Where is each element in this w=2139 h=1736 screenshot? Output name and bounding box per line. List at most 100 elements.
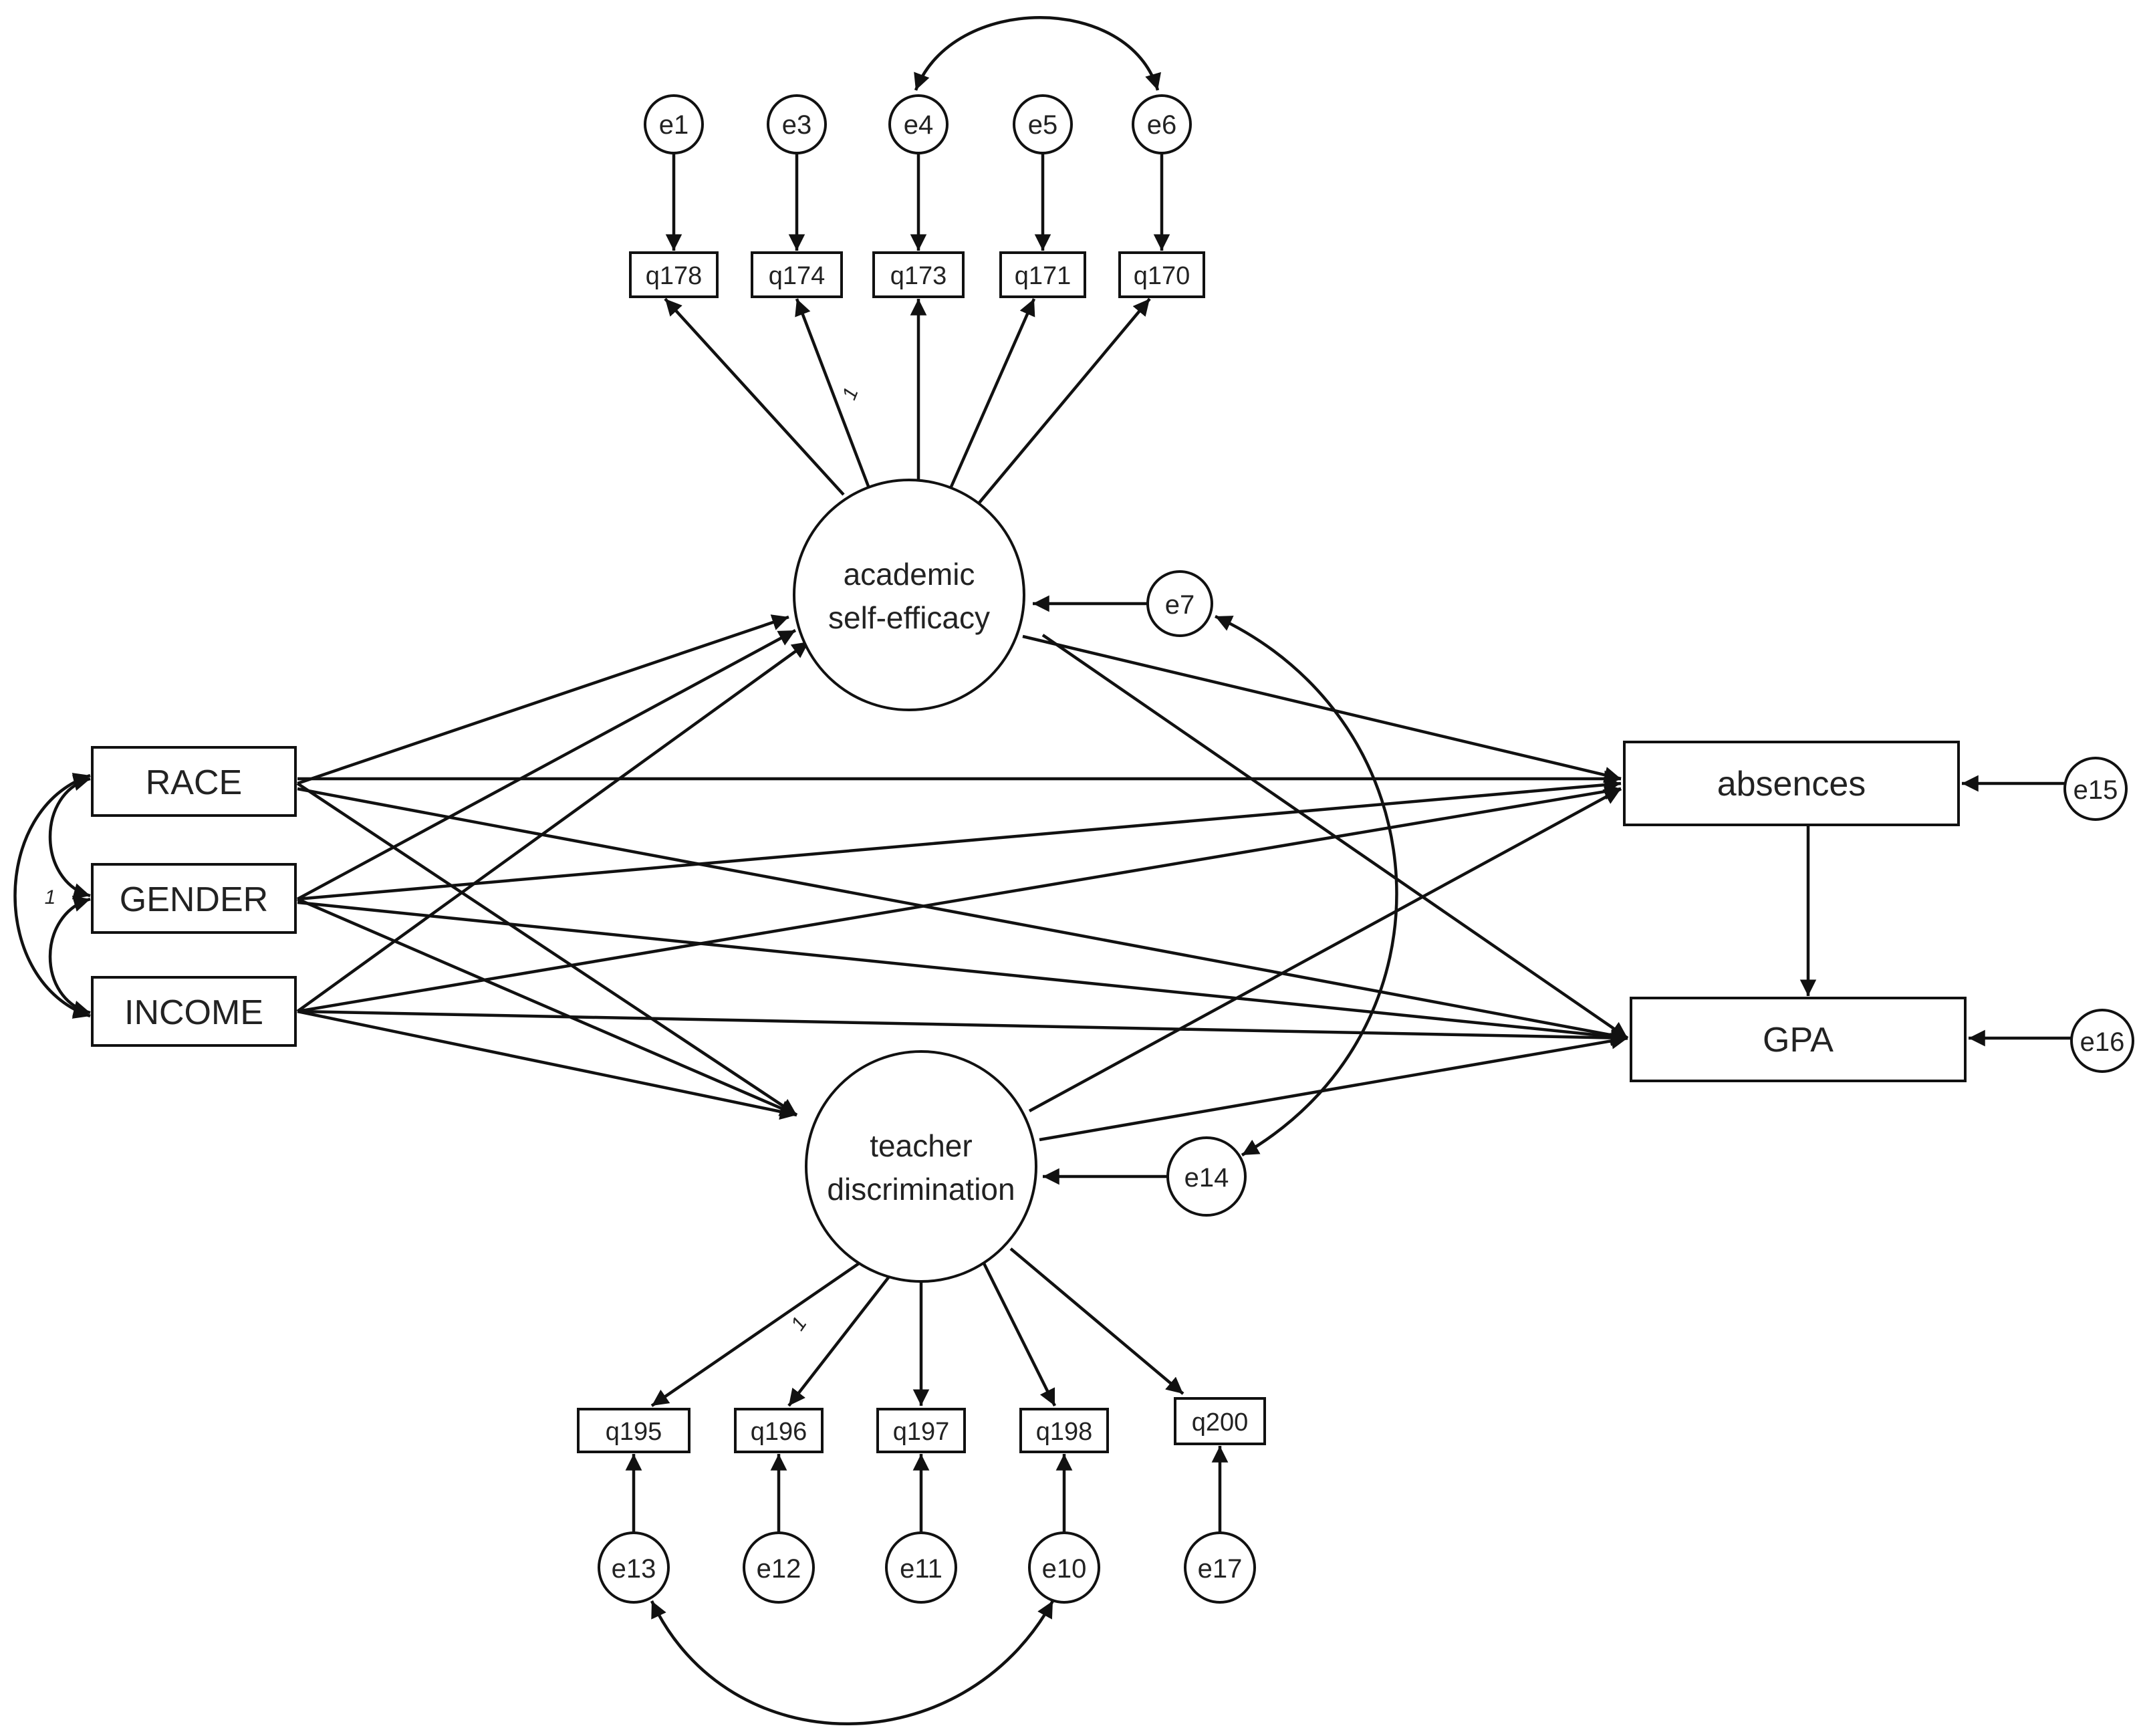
error-e4: e4 (888, 94, 949, 154)
error-e12-label: e12 (757, 1554, 801, 1584)
indicator-q195: q195 (577, 1408, 690, 1453)
observed-race: RACE (91, 746, 297, 817)
error-e6: e6 (1132, 94, 1192, 154)
error-e7: e7 (1146, 570, 1213, 637)
error-e17-label: e17 (1198, 1554, 1243, 1584)
error-e14-label: e14 (1184, 1163, 1229, 1193)
error-e10-label: e10 (1042, 1554, 1087, 1584)
path-gender-gpa (297, 900, 1628, 1045)
observed-gpa: GPA (1630, 997, 1967, 1082)
path-ase-absences (1022, 634, 1622, 783)
path-income-td (297, 1009, 797, 1120)
error-e13-label: e13 (612, 1554, 656, 1584)
indicator-q198: q198 (1019, 1408, 1109, 1453)
path-td-q196 (787, 1275, 890, 1407)
path-income-absences (297, 783, 1622, 1013)
fixed-loading-ase: 1 (838, 384, 863, 403)
error-e4-label: e4 (904, 110, 934, 140)
observed-income-label: INCOME (124, 993, 263, 1032)
path-income-ase (296, 640, 810, 1013)
indicator-q173-label: q173 (890, 262, 947, 290)
observed-absences: absences (1623, 741, 1960, 826)
error-e15-label: e15 (2073, 775, 2118, 805)
edges (13, 16, 2072, 1725)
indicator-q196: q196 (734, 1408, 824, 1453)
error-e11-label: e11 (900, 1554, 942, 1584)
path-td-q200 (1009, 1247, 1184, 1395)
fixed-gender: 1 (45, 886, 56, 908)
error-e3: e3 (767, 94, 827, 154)
indicator-q171: q171 (999, 251, 1086, 298)
nodes: e1 e3 e4 e5 e6 q178 q174 q173 (45, 94, 2134, 1604)
path-gender-ase (296, 629, 797, 900)
latent-teacher-discrimination: teacher discrimination (805, 1050, 1037, 1283)
path-ase-q171 (947, 298, 1036, 492)
error-e1: e1 (644, 94, 704, 154)
indicator-q200-label: q200 (1192, 1408, 1249, 1437)
error-e17: e17 (1184, 1531, 1256, 1604)
indicator-q174-label: q174 (769, 262, 826, 290)
cov-e13-e10 (650, 1600, 1054, 1725)
path-race-ase (297, 614, 789, 785)
path-ase-q170 (978, 297, 1151, 504)
cov-e4-e6 (914, 16, 1161, 91)
indicator-q171-label: q171 (1015, 262, 1072, 290)
observed-gpa-label: GPA (1763, 1021, 1834, 1060)
error-e13: e13 (598, 1531, 670, 1604)
indicator-q197-label: q197 (893, 1418, 950, 1446)
indicator-q195-label: q195 (606, 1418, 662, 1446)
path-td-q195 (650, 1262, 860, 1407)
indicator-q170: q170 (1118, 251, 1205, 298)
error-e3-label: e3 (782, 110, 812, 140)
observed-gender: GENDER (91, 863, 297, 934)
observed-race-label: RACE (146, 763, 242, 802)
path-race-td (296, 782, 798, 1116)
indicator-q178-label: q178 (646, 262, 703, 290)
latent-academic-self-efficacy: academic self-efficacy (793, 479, 1025, 711)
error-e10: e10 (1028, 1531, 1100, 1604)
indicator-q200: q200 (1174, 1397, 1266, 1445)
error-e11: e11 (885, 1531, 957, 1604)
error-e7-label: e7 (1165, 590, 1195, 620)
path-td-q198 (982, 1262, 1057, 1407)
latent-ase-line1: academic (844, 557, 975, 592)
path-ase-gpa (1041, 634, 1629, 1039)
observed-income: INCOME (91, 976, 297, 1047)
path-gender-absences (297, 776, 1622, 901)
indicator-q173: q173 (872, 251, 965, 298)
path-td-gpa (1039, 1033, 1628, 1142)
exogenous-to-absences (297, 770, 1622, 1013)
top-error-paths (665, 154, 1170, 251)
indicator-q174: q174 (751, 251, 843, 298)
error-e12: e12 (743, 1531, 815, 1604)
latent-td-line2: discrimination (827, 1172, 1015, 1207)
path-ase-q174 (795, 298, 871, 489)
observed-gender-label: GENDER (120, 880, 268, 919)
ase-loadings (664, 297, 1151, 504)
indicator-q196-label: q196 (751, 1418, 807, 1446)
indicator-q170-label: q170 (1134, 262, 1190, 290)
path-td-absences (1028, 787, 1622, 1112)
observed-absences-label: absences (1717, 765, 1866, 803)
error-e1-label: e1 (659, 110, 689, 140)
path-gender-td (297, 897, 797, 1117)
indicator-q198-label: q198 (1036, 1418, 1093, 1446)
error-e16: e16 (2070, 1009, 2134, 1073)
exogenous-to-gpa (297, 787, 1628, 1046)
error-e5: e5 (1013, 94, 1073, 154)
error-e6-label: e6 (1147, 110, 1177, 140)
path-race-gpa (297, 787, 1628, 1043)
exogenous-to-ase (296, 614, 810, 1013)
cov-race-income (13, 773, 91, 1019)
latent-td-line1: teacher (870, 1128, 972, 1163)
td-loadings (650, 1247, 1184, 1407)
cov-e7-e14 (1215, 614, 1398, 1156)
error-e16-label: e16 (2080, 1027, 2125, 1057)
error-e5-label: e5 (1028, 110, 1058, 140)
indicator-q178: q178 (629, 251, 719, 298)
latent-ase-line2: self-efficacy (828, 600, 990, 635)
indicator-q197: q197 (876, 1408, 966, 1453)
error-e14: e14 (1166, 1136, 1247, 1217)
path-ase-q178 (664, 297, 845, 496)
